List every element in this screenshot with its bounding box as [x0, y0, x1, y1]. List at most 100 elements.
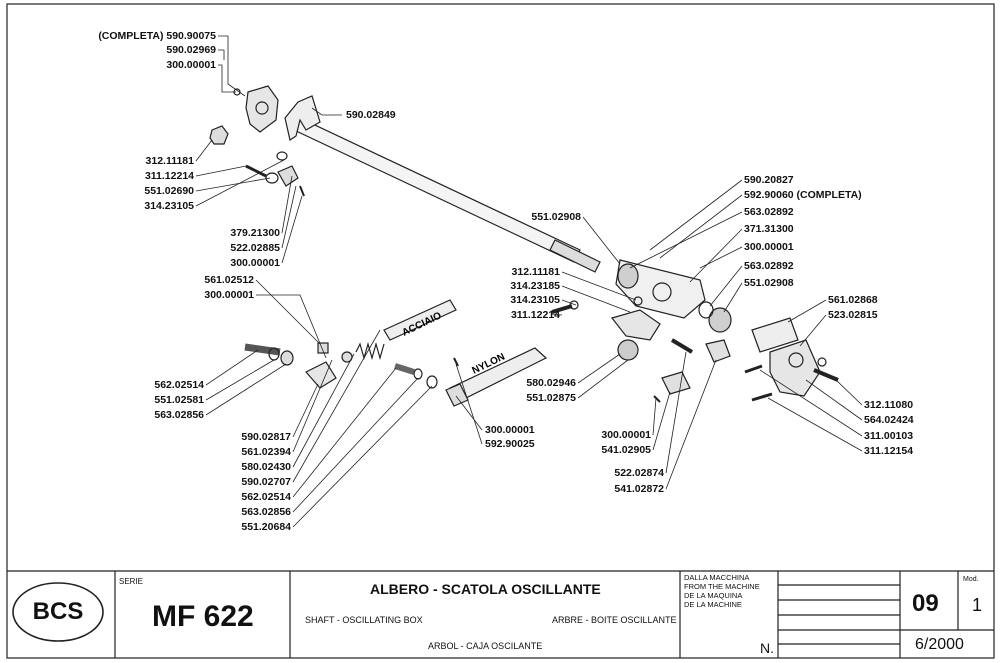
part-label: 562.02514: [241, 491, 291, 503]
washer-314: [569, 300, 579, 310]
part-label: 562.02514: [154, 379, 204, 391]
main-shaft: [293, 117, 581, 263]
bolt-311: [551, 304, 573, 314]
part-label: 592.90025: [485, 438, 535, 450]
part-label: 590.02849: [346, 109, 396, 121]
washer: [276, 151, 288, 161]
bolt: [245, 164, 267, 178]
nut-561: [317, 342, 329, 354]
part-label: 311.12214: [144, 170, 194, 182]
part-label: 371.31300: [744, 223, 794, 235]
title-italian: ALBERO - SCATOLA OSCILLANTE: [370, 581, 601, 597]
part-label: 551.02908: [744, 277, 794, 289]
part-label: 300.00001: [744, 241, 794, 253]
part-label: 311.12214: [510, 309, 560, 321]
part-label: 523.02815: [828, 309, 878, 321]
bushing-561: [751, 317, 799, 353]
part-label: 312.11181: [511, 266, 560, 278]
part-label: 300.00001: [485, 424, 535, 436]
bushing-580: [617, 339, 639, 361]
nut-312: [633, 296, 643, 306]
spring-580: [355, 341, 385, 361]
part-label: 590.02969: [166, 44, 216, 56]
part-label: 300.00001: [166, 59, 216, 71]
bearing-563: [698, 301, 714, 319]
flange-block: [245, 85, 279, 133]
part-label: 551.02875: [526, 392, 576, 404]
flange-hole: [255, 101, 269, 115]
part-label: 590.20827: [744, 174, 794, 186]
part-label: 563.02856: [154, 409, 204, 421]
from-machine-1: FROM THE MACHINE: [684, 582, 760, 591]
hex-nut: [209, 125, 229, 145]
part-label: 522.02885: [230, 242, 280, 254]
title-french: ARBRE - BOITE OSCILLANTE: [552, 615, 677, 625]
part-label: 580.02946: [526, 377, 576, 389]
part-label: 590.02817: [241, 431, 291, 443]
part-label: 551.02581: [154, 394, 204, 406]
bracket-541: [705, 339, 731, 363]
pin: [299, 185, 305, 197]
bcs-logo-oval: [12, 582, 104, 642]
part-label: 551.02690: [144, 185, 194, 197]
from-machine-2: DE LA MAQUINA: [684, 591, 743, 600]
washer-563: [426, 375, 438, 389]
leader-lines: [195, 35, 863, 528]
part-label: 379.21300: [230, 227, 280, 239]
part-label: 314.23105: [144, 200, 194, 212]
seal-551-b: [708, 307, 732, 333]
title-spanish: ARBOL - CAJA OSCILANTE: [428, 641, 543, 651]
bracket: [277, 165, 299, 187]
clevis-590: [305, 361, 337, 389]
part-label: 580.02430: [241, 461, 291, 473]
washer: [265, 172, 279, 184]
part-label: 314.23185: [510, 280, 560, 292]
shaft-spline-end: [549, 239, 601, 273]
title-block-frame: [7, 570, 994, 658]
part-label: 561.02394: [241, 446, 291, 458]
bracket-541b: [661, 371, 691, 395]
part-label: (COMPLETA) 590.90075: [98, 30, 216, 42]
part-label: 564.02424: [864, 414, 914, 426]
from-machine-0: DALLA MACCHINA: [684, 573, 750, 582]
from-machine-3: DE LA MACHINE: [684, 600, 742, 609]
pin-300: [653, 395, 661, 403]
part-label: 561.02512: [204, 274, 254, 286]
n-label: N.: [760, 640, 774, 656]
part-label: 551.02908: [531, 211, 581, 223]
box-bore: [652, 282, 672, 302]
part-label: 314.23105: [510, 294, 560, 306]
part-label: 563.02892: [744, 206, 794, 218]
arm-bore: [788, 352, 804, 368]
bolt-562: [244, 343, 281, 356]
model-number: MF 622: [152, 600, 254, 633]
part-label: 300.00001: [204, 289, 254, 301]
part-label: 300.00001: [601, 429, 651, 441]
part-label: 311.12154: [864, 445, 914, 457]
part-label: 563.02856: [241, 506, 291, 518]
washer-small: [413, 368, 423, 380]
part-label: 592.90060 (COMPLETA): [744, 189, 862, 201]
part-label: 312.11181: [145, 155, 194, 167]
part-label: 551.20684: [241, 521, 291, 533]
part-label: 300.00001: [230, 257, 280, 269]
serie-label: SERIE: [119, 577, 144, 586]
sheet-number: 09: [912, 590, 939, 617]
shaft-fork: [284, 95, 321, 141]
part-label: 311.00103: [864, 430, 914, 442]
part-label: 561.02868: [828, 294, 878, 306]
part-label: 312.11080: [864, 399, 914, 411]
part-label: 590.02707: [241, 476, 291, 488]
lever-arm: [610, 309, 661, 341]
part-label: 563.02892: [744, 260, 794, 272]
title-english: SHAFT - OSCILLATING BOX: [305, 615, 423, 625]
bolt-small: [394, 363, 415, 375]
pin-nylon: [453, 357, 459, 367]
parts-drawing: [209, 85, 839, 407]
part-label: 541.02872: [614, 483, 664, 495]
bolt-311-b: [751, 392, 773, 402]
part-label: 541.02905: [601, 444, 651, 456]
bcs-logo: BCS: [32, 598, 84, 625]
seal-551: [617, 263, 639, 289]
